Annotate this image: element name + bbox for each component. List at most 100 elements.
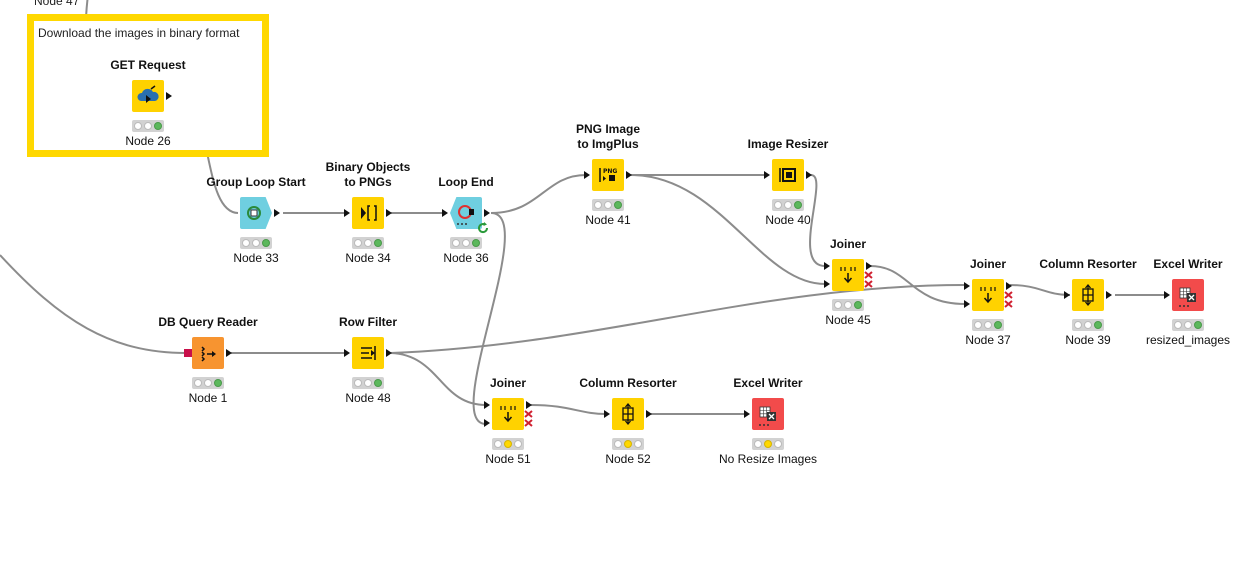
column-resorter-icon[interactable] [612, 398, 644, 430]
connection-wire[interactable] [630, 174, 826, 285]
node-image-resizer[interactable]: Image Resizer Node 40 [728, 137, 848, 227]
joiner-icon[interactable] [492, 398, 524, 430]
node-label[interactable]: Node 40 [765, 213, 811, 227]
input-port[interactable] [1164, 291, 1170, 299]
node-binary-to-png[interactable]: Binary Objects to PNGs Node 34 [308, 160, 428, 265]
node-excel-writer-resized[interactable]: Excel Writer resized_images [1128, 257, 1248, 347]
node-title: PNG Image to ImgPlus [575, 122, 641, 151]
node-label[interactable]: Node 33 [233, 251, 279, 265]
input-port[interactable] [824, 280, 830, 288]
input-port[interactable] [764, 171, 770, 179]
node-label[interactable]: Node 37 [965, 333, 1011, 347]
node-row-filter[interactable]: Row Filter Node 48 [308, 315, 428, 405]
binary-convert-icon[interactable] [352, 197, 384, 229]
node-label[interactable]: Node 26 [125, 134, 171, 148]
png-image-icon[interactable]: PNG [592, 159, 624, 191]
annotation-text: Download the images in binary format [38, 26, 240, 40]
node-joiner-51[interactable]: Joiner Node 51 [448, 376, 568, 466]
node-label[interactable]: No Resize Images [718, 452, 818, 466]
output-port[interactable] [1006, 282, 1012, 290]
input-port[interactable] [124, 92, 130, 100]
inactive-ports-icon [524, 410, 534, 428]
status-indicator [192, 377, 224, 389]
status-indicator [972, 319, 1004, 331]
output-port[interactable] [484, 209, 490, 217]
connection-wire[interactable] [472, 212, 506, 425]
node-label[interactable]: Node 41 [585, 213, 631, 227]
node-label[interactable]: Node 36 [443, 251, 489, 265]
joiner-icon[interactable] [972, 279, 1004, 311]
node-loop-end[interactable]: Loop End Node 36 [406, 175, 526, 265]
status-indicator [752, 438, 784, 450]
input-port[interactable] [484, 401, 490, 409]
node-title: Loop End [438, 175, 494, 189]
output-port[interactable] [274, 209, 280, 217]
node-label[interactable]: Node 39 [1065, 333, 1111, 347]
input-port[interactable] [344, 349, 350, 357]
status-indicator [1072, 319, 1104, 331]
database-reader-icon[interactable] [192, 337, 224, 369]
output-port[interactable] [386, 209, 392, 217]
node-label[interactable]: Node 1 [188, 391, 228, 405]
connection-wire[interactable] [809, 174, 826, 267]
db-input-port[interactable] [184, 349, 192, 357]
node-get-request[interactable]: GET Request Node 26 [88, 58, 208, 148]
input-port[interactable] [744, 410, 750, 418]
node-title: Column Resorter [579, 376, 677, 390]
svg-text:PNG: PNG [603, 168, 617, 175]
output-port[interactable] [626, 171, 632, 179]
connection-wire[interactable] [490, 174, 587, 214]
node-db-query-reader[interactable]: DB Query Reader Node 1 [148, 315, 268, 405]
node-label[interactable]: Node 34 [345, 251, 391, 265]
loop-start-icon[interactable] [240, 197, 272, 229]
image-resize-icon[interactable] [772, 159, 804, 191]
input-port[interactable] [442, 209, 448, 217]
cloud-arrow-icon[interactable] [132, 80, 164, 112]
node-title: Joiner [829, 237, 866, 251]
connection-wire[interactable] [0, 254, 187, 354]
node-excel-writer-noresize[interactable]: Excel Writer No Resize Images [708, 376, 828, 466]
node-png-to-imgplus[interactable]: PNG Image to ImgPlus PNG Node 41 [548, 122, 668, 227]
output-port[interactable] [1106, 291, 1112, 299]
output-port[interactable] [806, 171, 812, 179]
input-port[interactable] [484, 419, 490, 427]
input-port[interactable] [964, 282, 970, 290]
node-label[interactable]: Node 48 [345, 391, 391, 405]
input-port[interactable] [604, 410, 610, 418]
status-indicator [492, 438, 524, 450]
output-port[interactable] [526, 401, 532, 409]
input-port[interactable] [584, 171, 590, 179]
output-port[interactable] [866, 262, 872, 270]
input-port[interactable] [824, 262, 830, 270]
node-label[interactable]: resized_images [1145, 333, 1231, 347]
output-port[interactable] [386, 349, 392, 357]
connection-wire[interactable] [390, 284, 966, 354]
output-port[interactable] [646, 410, 652, 418]
row-filter-icon[interactable] [352, 337, 384, 369]
node-label[interactable]: Node 51 [485, 452, 531, 466]
joiner-icon[interactable] [832, 259, 864, 291]
excel-icon[interactable] [1172, 279, 1204, 311]
input-port[interactable] [964, 300, 970, 308]
node-joiner-37[interactable]: Joiner Node 37 [928, 257, 1048, 347]
connection-wire[interactable] [390, 352, 487, 406]
connection-wire[interactable] [1009, 284, 1071, 296]
connection-wire[interactable] [869, 265, 966, 305]
output-port[interactable] [166, 92, 172, 100]
column-resorter-icon[interactable] [1072, 279, 1104, 311]
node-group-loop-start[interactable]: Group Loop Start Node 33 [196, 175, 316, 265]
input-port[interactable] [344, 209, 350, 217]
connection-wire[interactable] [530, 404, 607, 415]
node-column-resorter-52[interactable]: Column Resorter Node 52 [568, 376, 688, 466]
node-title: Image Resizer [747, 137, 829, 151]
node-joiner-45[interactable]: Joiner Node 45 [788, 237, 908, 327]
loop-end-icon[interactable] [450, 197, 482, 229]
output-port[interactable] [226, 349, 232, 357]
node-label[interactable]: Node 52 [605, 452, 651, 466]
node-column-resorter-39[interactable]: Column Resorter Node 39 [1028, 257, 1148, 347]
input-port[interactable] [1064, 291, 1070, 299]
node-label[interactable]: Node 45 [825, 313, 871, 327]
excel-icon[interactable] [752, 398, 784, 430]
